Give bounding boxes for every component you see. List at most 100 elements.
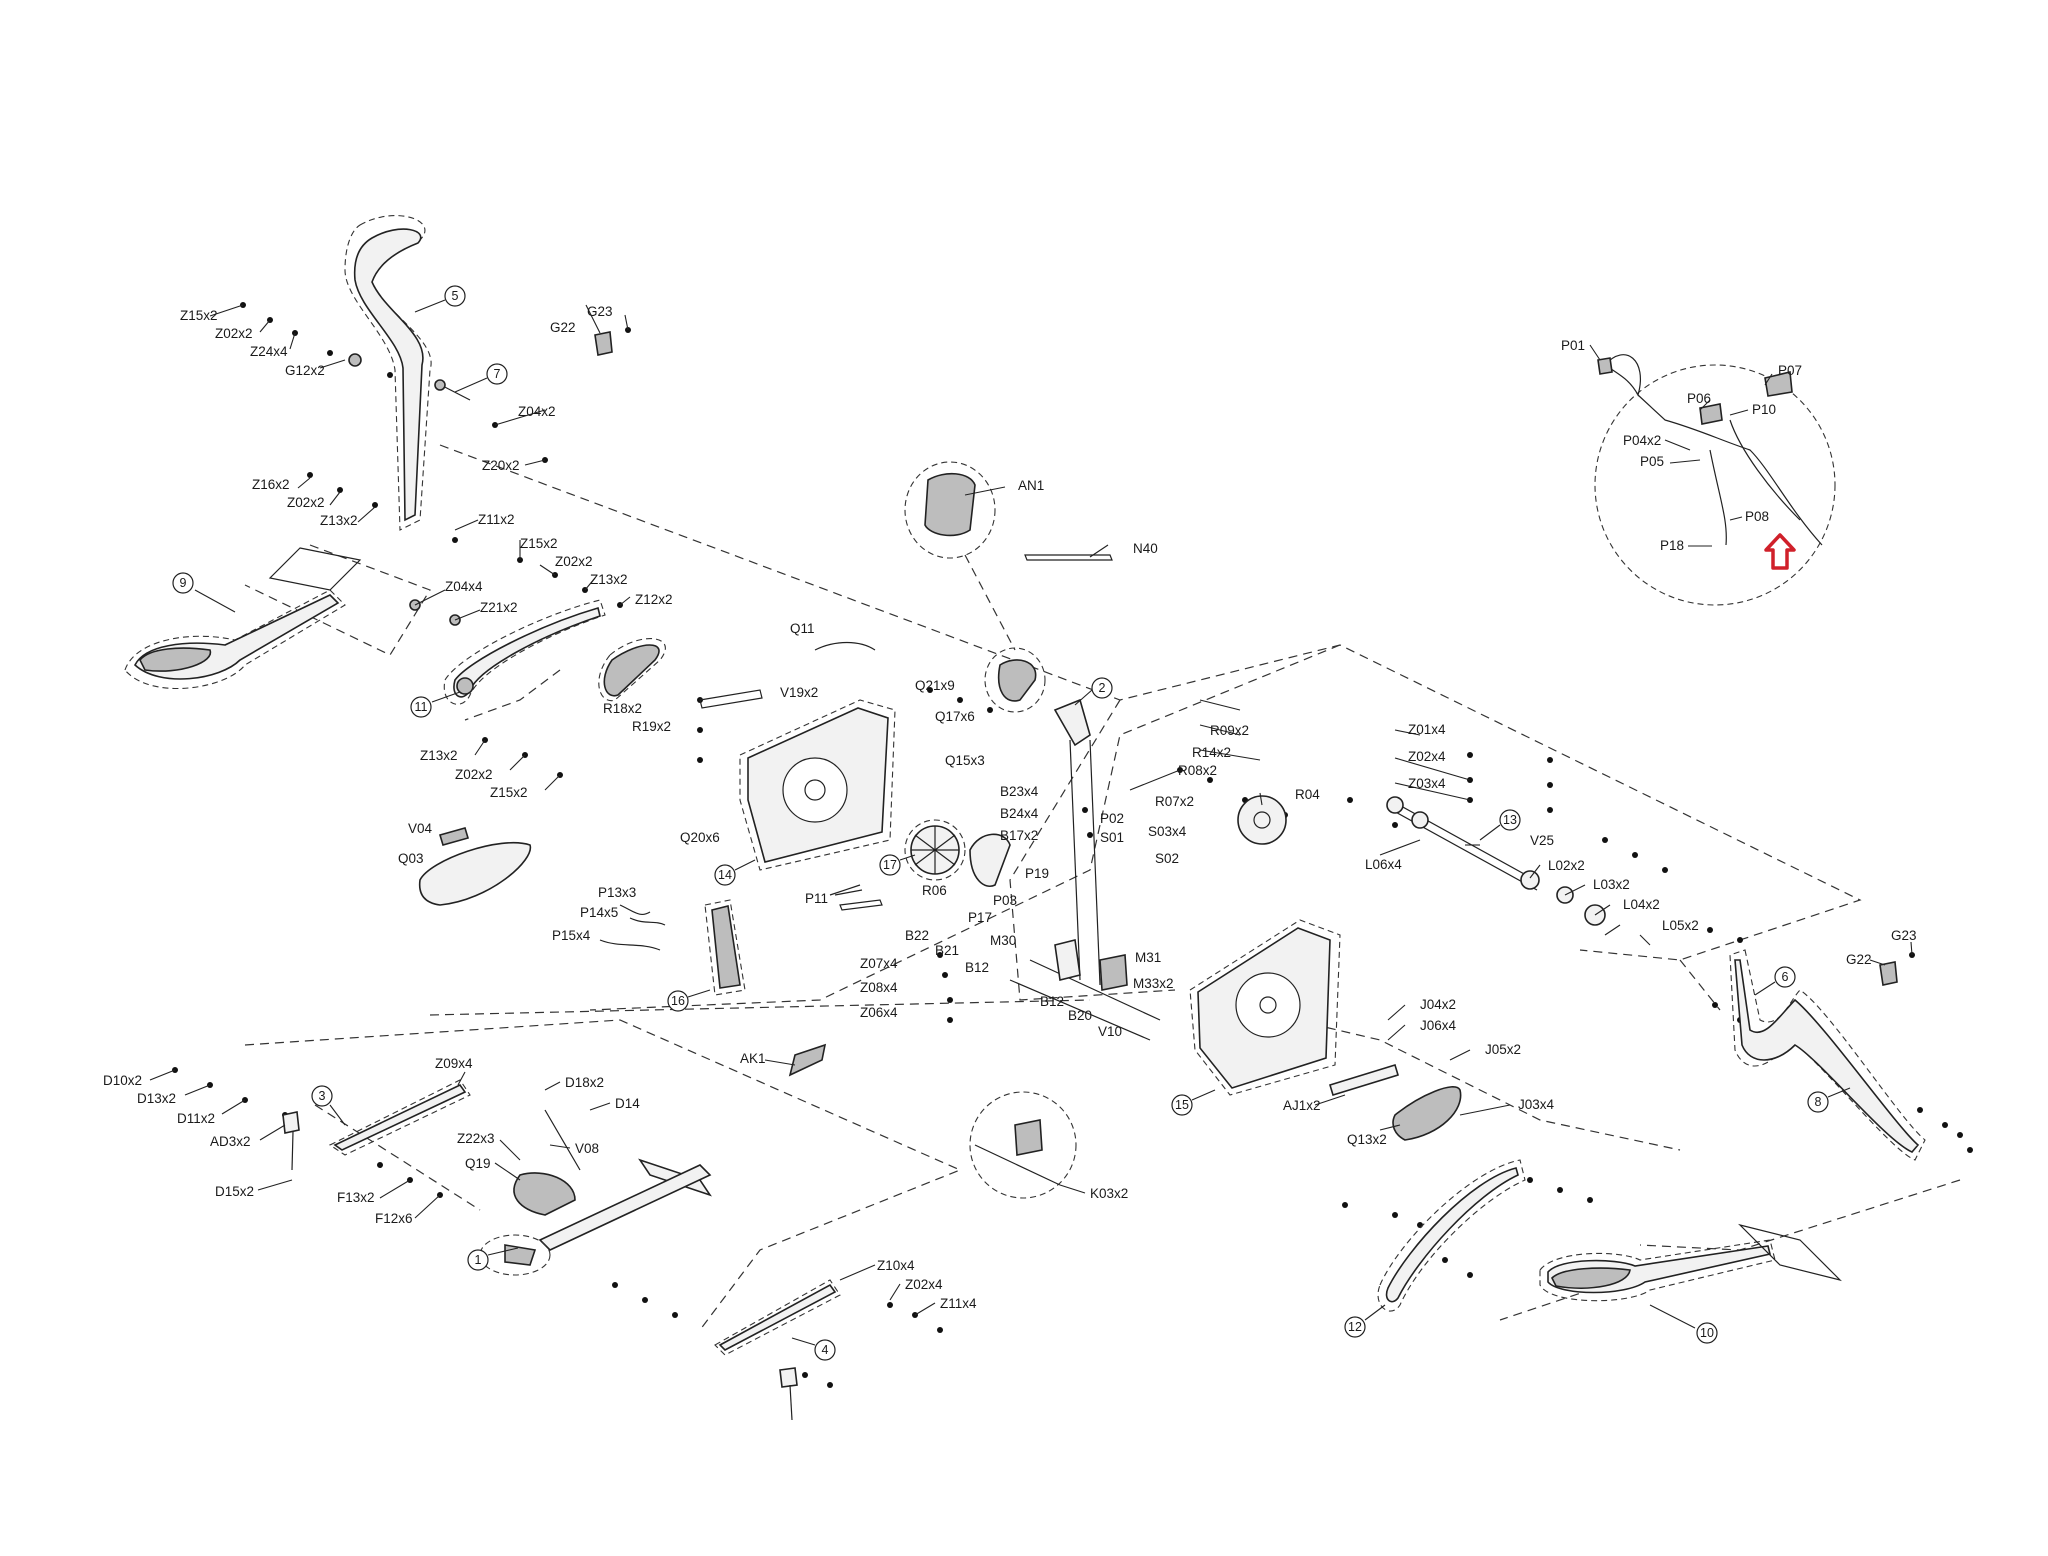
label-Q17x6: Q17x6: [935, 709, 975, 724]
svg-text:4: 4: [822, 1343, 829, 1357]
callout-numbers: 1 2 3 4 5 6 7 8 9 10 11 12 13 14 15 16 1…: [172, 285, 1851, 1361]
label-L06x4: L06x4: [1365, 857, 1402, 872]
crank-arm-right: [1329, 1063, 1462, 1141]
label-D18x2: D18x2: [565, 1075, 604, 1090]
label-V04: V04: [408, 821, 433, 836]
label-B20: B20: [1068, 1008, 1092, 1023]
label-B17x2: B17x2: [1000, 828, 1038, 843]
label-Z15x2: Z15x2: [520, 536, 558, 551]
callout-17: 17: [879, 854, 916, 876]
label-Z13x2: Z13x2: [320, 513, 358, 528]
label-Q13x2: Q13x2: [1347, 1132, 1387, 1147]
label-V25: V25: [1530, 833, 1554, 848]
label-Q20x6: Q20x6: [680, 830, 720, 845]
end-cap-right: [1879, 952, 1915, 986]
label-Z02x2: Z02x2: [287, 495, 325, 510]
label-Z06x4: Z06x4: [860, 1005, 898, 1020]
label-P07: P07: [1778, 363, 1802, 378]
label-Z11x2: Z11x2: [478, 512, 515, 527]
svg-text:8: 8: [1815, 1095, 1822, 1109]
label-AJ1x2: AJ1x2: [1283, 1098, 1321, 1113]
label-P19: P19: [1025, 866, 1049, 881]
label-Z02x4: Z02x4: [1408, 749, 1446, 764]
label-F12x6: F12x6: [375, 1211, 413, 1226]
svg-text:1: 1: [475, 1253, 482, 1267]
fastener-dots: [172, 302, 1973, 1388]
label-S03x4: S03x4: [1148, 824, 1187, 839]
label-G22: G22: [1846, 952, 1872, 967]
label-G12x2: G12x2: [285, 363, 325, 378]
label-V10: V10: [1098, 1024, 1122, 1039]
label-R08x2: R08x2: [1178, 763, 1217, 778]
label-Z02x4: Z02x4: [905, 1277, 943, 1292]
svg-text:6: 6: [1782, 970, 1789, 984]
label-R07x2: R07x2: [1155, 794, 1194, 809]
label-R14x2: R14x2: [1192, 745, 1231, 760]
callout-14: 14: [714, 859, 756, 886]
label-Q21x9: Q21x9: [915, 678, 955, 693]
label-L04x2: L04x2: [1623, 897, 1660, 912]
callout-4: 4: [791, 1337, 836, 1361]
label-Z02x2: Z02x2: [215, 326, 253, 341]
label-P13x3: P13x3: [598, 885, 636, 900]
label-Z11x4: Z11x4: [940, 1296, 977, 1311]
label-N40: N40: [1133, 541, 1158, 556]
label-J05x2: J05x2: [1485, 1042, 1521, 1057]
callout-7: 7: [454, 363, 508, 393]
svg-text:13: 13: [1503, 813, 1517, 827]
label-Z04x4: Z04x4: [445, 579, 483, 594]
label-Z07x4: Z07x4: [860, 956, 898, 971]
label-S01: S01: [1100, 830, 1124, 845]
label-Z12x2: Z12x2: [635, 592, 673, 607]
leader-lines: [149, 304, 1913, 1316]
flywheel-parts: [839, 795, 1287, 911]
label-V19x2: V19x2: [780, 685, 818, 700]
label-D13x2: D13x2: [137, 1091, 176, 1106]
label-R09x2: R09x2: [1210, 723, 1249, 738]
highlight-arrow-icon: [1764, 533, 1796, 570]
callout-13: 13: [1479, 809, 1521, 841]
label-V08: V08: [575, 1141, 599, 1156]
svg-text:11: 11: [415, 700, 428, 714]
label-Q11: Q11: [790, 621, 815, 636]
label-P03: P03: [993, 893, 1017, 908]
label-Z02x2: Z02x2: [455, 767, 493, 782]
label-P04x2: P04x2: [1623, 433, 1661, 448]
svg-text:5: 5: [452, 289, 459, 303]
label-Z15x2: Z15x2: [180, 308, 218, 323]
svg-text:2: 2: [1099, 681, 1106, 695]
misc-parts: [418, 641, 876, 996]
label-D15x2: D15x2: [215, 1184, 254, 1199]
label-K03x2: K03x2: [1090, 1186, 1128, 1201]
callout-11: 11: [410, 691, 461, 718]
label-P14x5: P14x5: [580, 905, 618, 920]
label-Z21x2: Z21x2: [480, 600, 518, 615]
label-Z04x2: Z04x2: [518, 404, 556, 419]
svg-text:16: 16: [671, 994, 685, 1008]
label-R18x2: R18x2: [603, 701, 642, 716]
end-cap-left: [594, 327, 631, 356]
callout-9: 9: [172, 572, 236, 613]
label-R06: R06: [922, 883, 947, 898]
label-F13x2: F13x2: [337, 1190, 375, 1205]
label-G23: G23: [587, 304, 613, 319]
label-P11: P11: [805, 891, 828, 906]
callout-5: 5: [414, 285, 466, 313]
callout-8: 8: [1807, 1087, 1851, 1113]
label-P18: P18: [1660, 538, 1684, 553]
label-S02: S02: [1155, 851, 1179, 866]
label-Q15x3: Q15x3: [945, 753, 985, 768]
label-P05: P05: [1640, 454, 1664, 469]
console: [904, 461, 1113, 651]
left-side-cover: [598, 638, 896, 871]
upper-handlebar-assembly-left: [344, 215, 471, 531]
label-Q19: Q19: [465, 1156, 491, 1171]
label-M31: M31: [1135, 950, 1161, 965]
svg-text:9: 9: [180, 576, 187, 590]
label-B23x4: B23x4: [1000, 784, 1039, 799]
label-D10x2: D10x2: [103, 1073, 142, 1088]
callout-1: 1: [467, 1247, 519, 1271]
callout-16: 16: [667, 989, 711, 1012]
label-Z20x2: Z20x2: [482, 458, 520, 473]
label-Z08x4: Z08x4: [860, 980, 898, 995]
